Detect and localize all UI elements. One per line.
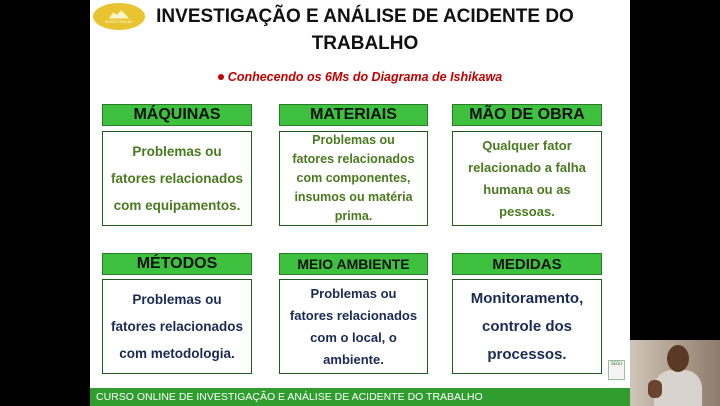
card-heading-medidas: MEDIDAS (452, 253, 602, 275)
card-line: Problemas ou (312, 133, 395, 147)
card-line: Problemas ou (310, 285, 397, 301)
card-line: com metodologia. (119, 346, 235, 361)
card-line: Qualquer fator (482, 137, 572, 153)
card-box-medidas: Monitoramento, controle dos processos. (452, 279, 602, 374)
card-box-materiais: Problemas ou fatores relacionados com co… (279, 131, 428, 226)
presenter-head (667, 345, 689, 372)
slide-title-line-2: TRABALHO (311, 33, 419, 54)
card-line: Problemas ou (132, 144, 222, 159)
course-logo: INVESTIGAÇÃO (93, 3, 145, 30)
course-footer-banner: CURSO ONLINE DE INVESTIGAÇÃO E ANÁLISE D… (90, 388, 630, 406)
slide-title: INVESTIGAÇÃO E ANÁLISE DE ACIDENTE DO TR… (130, 3, 600, 57)
card-line: com componentes, (296, 171, 411, 185)
card-heading-maquinas: MÁQUINAS (102, 104, 252, 126)
card-line: controle dos (481, 317, 572, 335)
presenter-hand (648, 380, 662, 398)
card-heading-materiais: MATERIAIS (279, 104, 428, 126)
card-line: insumos ou matéria (294, 190, 413, 204)
presenter-body (654, 370, 702, 406)
card-line: Monitoramento, (470, 289, 584, 307)
card-line: Problemas ou (132, 292, 222, 307)
card-line: com o local, o (310, 329, 397, 345)
card-line: prima. (334, 209, 373, 223)
logo-mark-icon (109, 10, 129, 19)
slide-subtitle-text: Conhecendo os 6Ms do Diagrama de Ishikaw… (227, 70, 503, 84)
card-box-maquinas: Problemas ou fatores relacionados com eq… (102, 131, 252, 226)
card-box-mao-de-obra: Qualquer fator relacionado a falha human… (452, 131, 602, 226)
card-heading-metodos: MÉTODOS (102, 253, 252, 275)
card-line: relacionado a falha (468, 159, 586, 175)
slide-title-line-1: INVESTIGAÇÃO E ANÁLISE DE ACIDENTE DO (156, 6, 574, 27)
card-heading-meio-ambiente: MEIO AMBIENTE (279, 253, 428, 275)
presentation-slide: INVESTIGAÇÃO INVESTIGAÇÃO E ANÁLISE DE A… (90, 0, 630, 388)
bullet-icon (217, 73, 224, 80)
slide-subtitle: Conhecendo os 6Ms do Diagrama de Ishikaw… (90, 70, 630, 84)
card-heading-mao-de-obra: MÃO DE OBRA (452, 104, 602, 126)
card-line: pessoas. (499, 203, 555, 219)
card-line: processos. (487, 345, 567, 363)
presenter-webcam (630, 340, 720, 406)
card-box-meio-ambiente: Problemas ou fatores relacionados com o … (279, 279, 428, 374)
card-line: fatores relacionados (292, 152, 415, 166)
card-line: ambiente. (323, 351, 384, 367)
card-line: fatores relacionados (289, 307, 418, 323)
card-line: com equipamentos. (113, 198, 241, 213)
card-box-metodos: Problemas ou fatores relacionados com me… (102, 279, 252, 374)
card-line: fatores relacionados (110, 319, 244, 334)
logo-text: INVESTIGAÇÃO (104, 19, 134, 24)
card-line: humana ou as (483, 181, 571, 197)
card-line: fatores relacionados (110, 171, 244, 186)
mini-logo: SEGU (608, 360, 625, 380)
